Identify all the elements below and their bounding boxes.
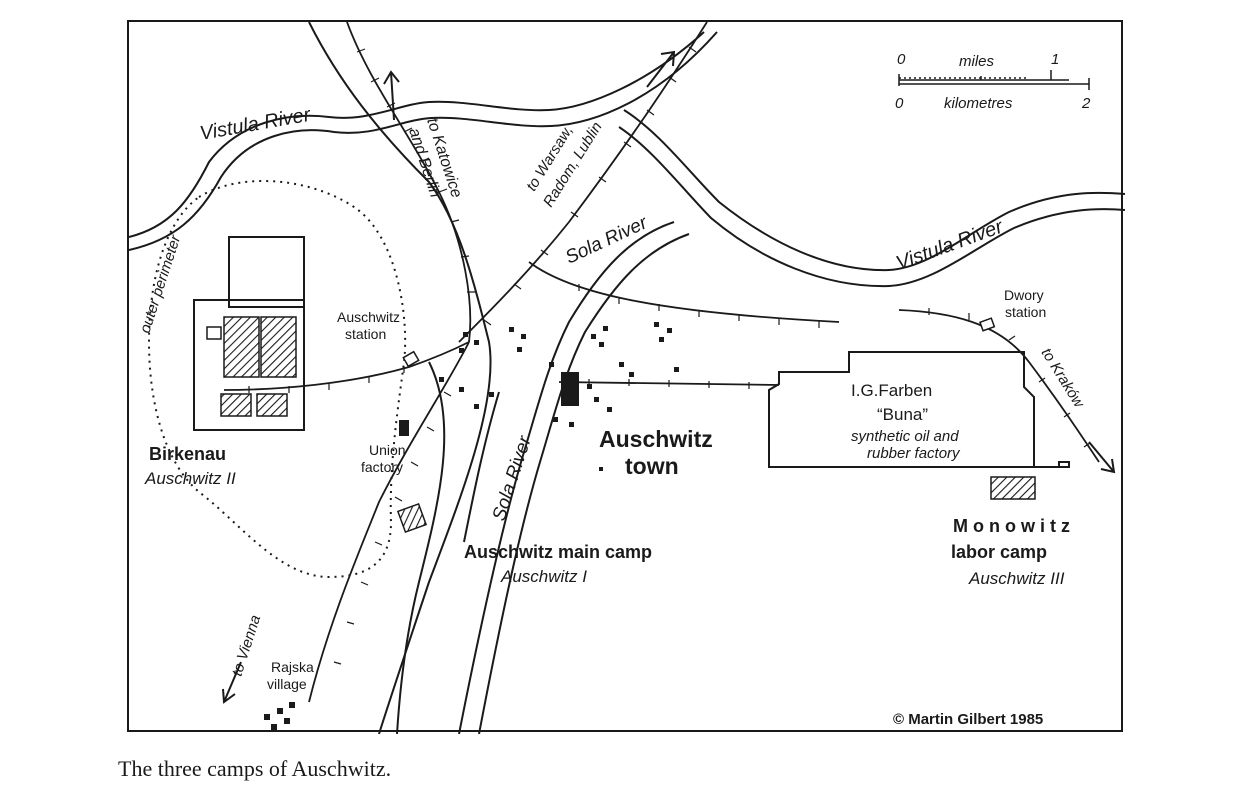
scale-km-start: 0 bbox=[895, 95, 904, 112]
scale-miles-start: 0 bbox=[897, 51, 906, 68]
arrow-northeast-icon bbox=[646, 50, 676, 88]
roads bbox=[308, 22, 500, 734]
vistula-river bbox=[129, 31, 1125, 288]
main-camp-label: Auschwitz main camp bbox=[464, 542, 652, 562]
auschwitz-station-label-line1: Auschwitz bbox=[337, 309, 400, 325]
sola-river-label-south: Sola River bbox=[489, 433, 536, 523]
main-camp-marker bbox=[396, 502, 428, 534]
rajska-village-buildings bbox=[264, 702, 295, 730]
scale-km-end: 2 bbox=[1081, 95, 1091, 112]
ig-farben-label-line2: “Buna” bbox=[877, 405, 928, 424]
auschwitz-town-marker bbox=[561, 372, 579, 406]
auschwitz-station-label-line2: station bbox=[345, 326, 386, 342]
arrow-southeast-icon bbox=[1088, 441, 1116, 474]
rail-ticks bbox=[248, 46, 1091, 665]
town-buildings bbox=[439, 322, 679, 471]
outer-perimeter-label: outer perimeter bbox=[137, 232, 185, 335]
rajska-village-label-line1: Rajska bbox=[271, 659, 314, 675]
birkenau-camp bbox=[193, 236, 305, 431]
auschwitz-town-label-line2: town bbox=[625, 453, 679, 479]
map-frame: 0 miles 1 0 kilometres 2 Vistula River V… bbox=[127, 20, 1125, 734]
route-vienna: to Vienna bbox=[229, 613, 265, 678]
ig-farben-label-line1: I.G.Farben bbox=[851, 381, 932, 400]
auschwitz-station-marker bbox=[402, 350, 420, 368]
scale-km-label: kilometres bbox=[944, 95, 1013, 112]
scale-miles-label: miles bbox=[959, 53, 995, 70]
railways bbox=[223, 22, 1100, 703]
dwory-station-marker bbox=[979, 317, 996, 332]
ig-farben-label-line3: synthetic oil and bbox=[851, 428, 959, 445]
ig-farben-factory-outline bbox=[768, 351, 1070, 468]
ig-farben-label-line4: rubber factory bbox=[867, 445, 961, 462]
union-factory-label-line2: factory bbox=[361, 459, 403, 475]
birkenau-label: Birkenau bbox=[149, 444, 226, 464]
arrow-north-icon bbox=[383, 70, 400, 121]
union-factory-marker bbox=[399, 420, 409, 436]
monowitz-sublabel: Auschwitz III bbox=[968, 569, 1065, 588]
monowitz-label-line1: M o n o w i t z bbox=[953, 516, 1070, 536]
outer-perimeter-line bbox=[147, 179, 407, 579]
monowitz-label-line2: labor camp bbox=[951, 542, 1047, 562]
direction-arrows bbox=[222, 50, 1116, 704]
main-camp-sublabel: Auschwitz I bbox=[500, 567, 587, 586]
figure-caption: The three camps of Auschwitz. bbox=[118, 756, 392, 781]
birkenau-sublabel: Auschwitz II bbox=[144, 469, 236, 488]
vistula-river-label-west: Vistula River bbox=[198, 104, 313, 145]
sola-river bbox=[458, 221, 690, 734]
arrow-southwest-icon bbox=[222, 661, 242, 704]
map-canvas: 0 miles 1 0 kilometres 2 Vistula River V… bbox=[129, 22, 1125, 734]
copyright-label: © Martin Gilbert 1985 bbox=[893, 711, 1043, 728]
dwory-station-label-line1: Dwory bbox=[1004, 287, 1044, 303]
rajska-village-label-line2: village bbox=[267, 676, 307, 692]
union-factory-label-line1: Union bbox=[369, 442, 406, 458]
scale-miles-end: 1 bbox=[1051, 51, 1059, 68]
dwory-station-label-line2: station bbox=[1005, 304, 1046, 320]
monowitz-camp-marker bbox=[990, 476, 1036, 500]
scale-bar bbox=[898, 70, 1090, 90]
auschwitz-town-label-line1: Auschwitz bbox=[599, 426, 713, 452]
